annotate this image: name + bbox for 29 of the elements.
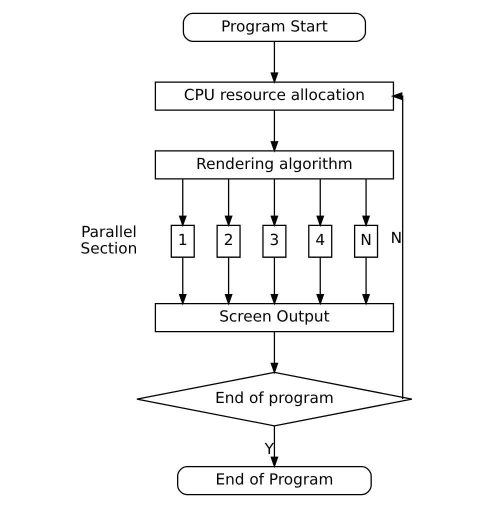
arrow (316, 257, 324, 306)
node-box: Screen Output (154, 303, 394, 332)
node-box: 2 (216, 224, 240, 258)
arrow (270, 426, 278, 468)
node-box: 4 (308, 224, 332, 258)
node-box: End of Program (176, 466, 372, 496)
arrow (224, 178, 232, 228)
label: Parallel Section (80, 222, 137, 258)
edge-label: Y (264, 440, 274, 458)
arrow (224, 257, 232, 306)
node-box: N (353, 224, 378, 258)
arrow (178, 257, 186, 306)
node-box: 3 (262, 224, 286, 258)
arrow (270, 42, 278, 84)
arrow (316, 178, 324, 228)
arrow (178, 178, 186, 228)
arrow (270, 178, 278, 228)
arrow (270, 257, 278, 306)
edge-label: N (390, 228, 402, 247)
arrow (390, 92, 403, 400)
arrow (270, 110, 278, 153)
node-box: Rendering algorithm (154, 150, 394, 180)
arrow (362, 257, 370, 306)
node-box: Program Start (182, 12, 366, 42)
node-box: CPU resource allocation (154, 82, 394, 111)
arrow (270, 332, 278, 374)
arrow (362, 178, 370, 228)
node-diamond: End of program (136, 372, 412, 427)
node-box: 1 (170, 224, 194, 258)
